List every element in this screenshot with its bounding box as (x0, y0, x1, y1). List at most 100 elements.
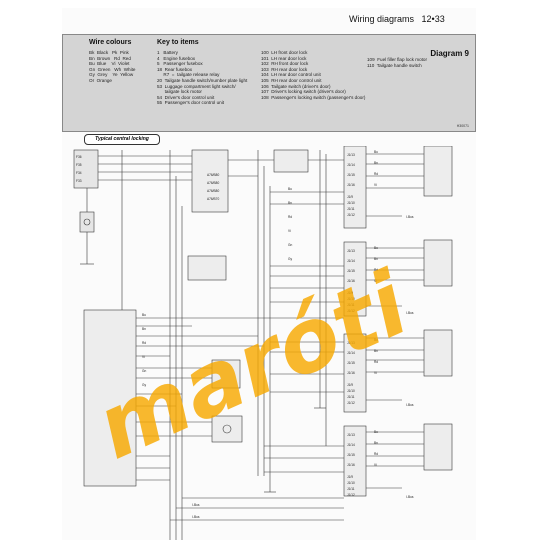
wire-colour-code: Bu (374, 430, 378, 434)
control-unit-pin-label: J1/14 (347, 443, 355, 447)
wire-colour-code: Gn (288, 243, 292, 247)
relay-pin-label: A76/B80 (207, 181, 219, 185)
door-control-unit-front-left (343, 425, 367, 497)
control-unit-pin-label: J1/11 (347, 303, 355, 307)
control-unit-pin-label: J1/13 (347, 341, 355, 345)
wire-colour-code: Rd (288, 215, 292, 219)
door-control-unit-front-right (343, 146, 367, 229)
switch-component-2 (211, 359, 241, 389)
wiring-diagram: F36F35F34F33A76/B80A76/B80A76/B80A76/B70… (73, 146, 453, 540)
bus-label: I-Bus (406, 311, 414, 315)
control-unit-pin-label: J1/11 (347, 487, 355, 491)
control-unit-pin-label: J1/14 (347, 351, 355, 355)
control-unit-pin-label: J1/10 (347, 481, 355, 485)
battery-component (79, 211, 95, 233)
page-header: Wiring diagrams 12•33 (349, 14, 445, 24)
relay-pin-label: A76/B80 (207, 189, 219, 193)
bus-label: I-Bus (192, 503, 200, 507)
control-unit-pin-label: J1/13 (347, 153, 355, 157)
fuse-label: F35 (76, 163, 82, 167)
motor-component (211, 415, 243, 443)
battery-terminal-icon (83, 218, 91, 226)
wire-colour-code: Gy (142, 383, 146, 387)
door-control-unit-rear-right (343, 241, 367, 317)
control-unit-pin-label: J1/16 (347, 371, 355, 375)
key-items-column-2: 100 LH front door lock 101 LH rear door … (261, 50, 366, 100)
control-unit-pin-label: J1/9 (347, 291, 353, 295)
control-unit-pin-label: J1/14 (347, 163, 355, 167)
key-panel: Wire colours Bk Black Pk Pink Bn Brown R… (62, 34, 476, 132)
control-unit-pin-label: J1/10 (347, 389, 355, 393)
wire-colour-code: Bn (288, 201, 292, 205)
control-unit-pin-label: J1/15 (347, 453, 355, 457)
door-control-unit-rear-left (343, 333, 367, 413)
control-unit-pin-label: J1/9 (347, 475, 353, 479)
door-lock-motor-2 (423, 239, 453, 287)
fuse-label: F36 (76, 155, 82, 159)
switch-component-1 (187, 255, 227, 281)
watermark: maróti (81, 251, 423, 479)
control-unit-pin-label: J1/16 (347, 183, 355, 187)
wire-colour-code: Vi (374, 279, 377, 283)
control-unit-pin-label: J1/10 (347, 297, 355, 301)
wire-colour-code: Bu (142, 313, 146, 317)
door-lock-motor-3 (423, 329, 453, 377)
wire-colour-code: Rd (374, 360, 378, 364)
control-unit-pin-label: J1/14 (347, 259, 355, 263)
control-unit-pin-label: J1/12 (347, 401, 355, 405)
wire-colour-code: Vi (142, 355, 145, 359)
wire-colour-code: Bn (374, 349, 378, 353)
key-items-column-1: 1 Battery 4 Engine fusebox 5 Passenger f… (157, 50, 248, 106)
fusebox-component (73, 149, 99, 189)
control-unit-pin-label: J1/16 (347, 279, 355, 283)
bus-label: I-Bus (406, 495, 414, 499)
motor-icon (222, 424, 232, 434)
manual-page: Wiring diagrams 12•33 Wire colours Bk Bl… (62, 8, 476, 540)
header-page-number: 12•33 (421, 14, 445, 24)
wire-colour-code: Bn (374, 161, 378, 165)
relay-pin-label: A76/B70 (207, 197, 219, 201)
wire-colours-list: Bk Black Pk Pink Bn Brown Rd Red Bu Blue… (89, 50, 136, 83)
control-unit-pin-label: J1/12 (347, 493, 355, 497)
control-unit-pin-label: J1/13 (347, 433, 355, 437)
reference-code: H30071 (456, 124, 469, 128)
wire-colours-heading: Wire colours (89, 39, 132, 46)
control-unit-pin-label: J1/15 (347, 269, 355, 273)
fuse-label: F34 (76, 171, 82, 175)
bus-label: I-Bus (406, 215, 414, 219)
control-unit-pin-label: J1/9 (347, 195, 353, 199)
control-unit-pin-label: J1/10 (347, 201, 355, 205)
control-unit-pin-label: J1/16 (347, 463, 355, 467)
door-lock-motor-1 (423, 146, 453, 197)
bus-label: I-Bus (406, 403, 414, 407)
control-unit-pin-label: J1/9 (347, 383, 353, 387)
key-to-items-heading: Key to items (157, 39, 199, 46)
wire-colour-code: Vi (374, 463, 377, 467)
wire-colour-code: Rd (142, 341, 146, 345)
control-unit-pin-label: J1/15 (347, 361, 355, 365)
wire-colour-code: Bn (374, 441, 378, 445)
wire-colour-code: Bu (374, 246, 378, 250)
wire-colour-code: Bu (288, 187, 292, 191)
wire-colour-code: Bn (142, 327, 146, 331)
wire-network (73, 146, 453, 540)
wire-colour-code: Rd (374, 172, 378, 176)
door-lock-motor-4 (423, 423, 453, 471)
control-unit-pin-label: J1/12 (347, 213, 355, 217)
header-title-text: Wiring diagrams (349, 14, 415, 24)
control-unit-pin-label: J1/13 (347, 249, 355, 253)
wire-colour-code: Gy (288, 257, 292, 261)
wire-colour-code: Bu (374, 150, 378, 154)
diagram-label: Diagram 9 (430, 49, 469, 58)
wire-colour-code: Bn (374, 257, 378, 261)
fuse-label: F33 (76, 179, 82, 183)
relay-pin-label: A76/B80 (207, 173, 219, 177)
control-unit-pin-label: J1/15 (347, 173, 355, 177)
wire-colour-code: Vi (288, 229, 291, 233)
bus-label: I-Bus (192, 515, 200, 519)
door-control-unit-left (83, 309, 137, 487)
wire-colour-code: Rd (374, 268, 378, 272)
control-unit-pin-label: J1/11 (347, 207, 355, 211)
wire-colour-code: Vi (374, 371, 377, 375)
control-unit-pin-label: J1/12 (347, 309, 355, 313)
